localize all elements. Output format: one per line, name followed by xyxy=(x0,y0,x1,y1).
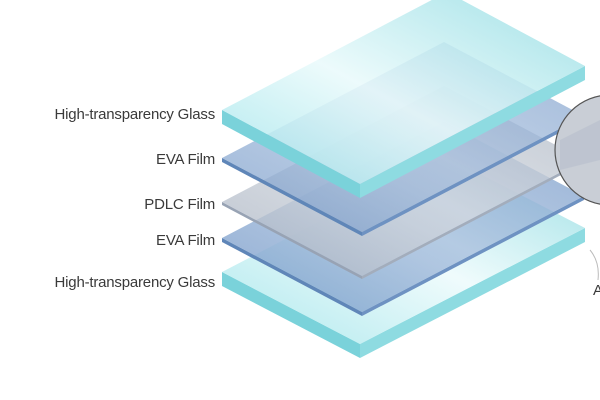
label-lower-eva-film: EVA Film xyxy=(156,232,215,249)
magnifier-circle xyxy=(554,95,600,205)
edge-letter: A xyxy=(593,282,600,299)
label-pdlc-film: PDLC Film xyxy=(144,196,215,213)
label-bottom-glass: High-transparency Glass xyxy=(54,274,216,291)
callout-line xyxy=(589,249,599,281)
label-upper-eva-film: EVA Film xyxy=(156,151,215,168)
top-glass-layer xyxy=(222,0,585,198)
label-top-glass: High-transparency Glass xyxy=(54,106,216,123)
